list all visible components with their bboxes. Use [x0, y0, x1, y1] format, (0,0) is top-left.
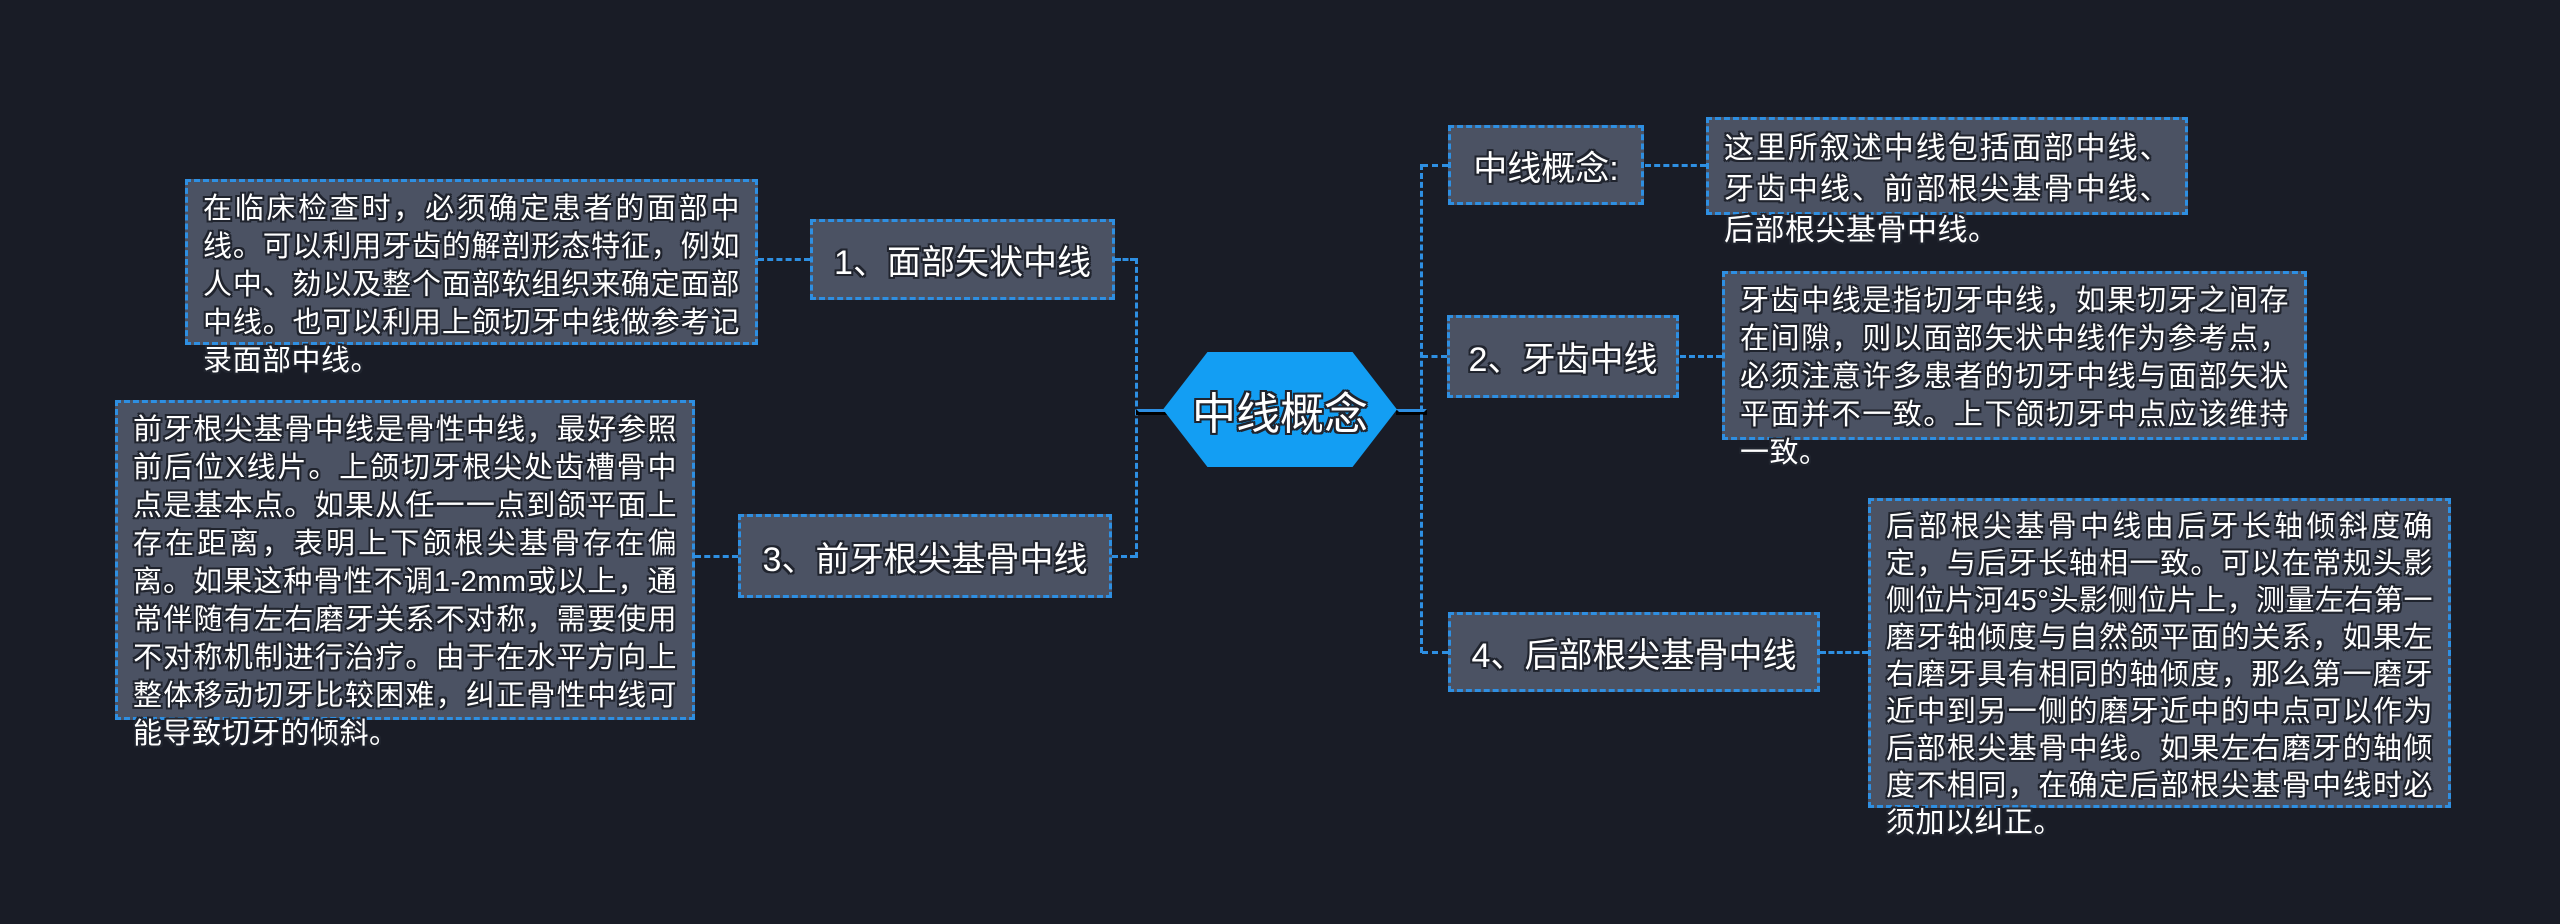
connector-note1-to-node1 — [758, 258, 810, 261]
central-topic[interactable]: 中线概念 — [1163, 352, 1397, 467]
node-concept[interactable]: 中线概念: — [1448, 125, 1644, 205]
note-tooth-midline-text: 牙齿中线是指切牙中线，如果切牙之间存在间隙，则以面部矢状中线作为参考点，必须注意… — [1740, 285, 2289, 469]
connector-right-trunk-to-concept — [1422, 164, 1448, 167]
node-anterior-apical[interactable]: 3、前牙根尖基骨中线 — [738, 514, 1112, 598]
node-tooth-midline-label: 2、牙齿中线 — [1468, 341, 1658, 379]
note-posterior-apical[interactable]: 后部根尖基骨中线由后牙长轴倾斜度确定，与后牙长轴相一致。可以在常规头影侧位片河4… — [1868, 498, 2451, 839]
note-concept[interactable]: 这里所叙述中线包括面部中线、牙齿中线、前部根尖基骨中线、后部根尖基骨中线。 — [1706, 117, 2188, 247]
right-trunk-line — [1420, 164, 1423, 653]
connector-right-trunk-to-node4 — [1422, 651, 1448, 654]
central-topic-label: 中线概念 — [1192, 389, 1368, 439]
node-concept-label: 中线概念: — [1473, 149, 1619, 188]
note-face-sagittal[interactable]: 在临床检查时，必须确定患者的面部中线。可以利用牙齿的解剖形态特征，例如人中、劾以… — [185, 179, 758, 377]
connector-node3-to-left-trunk — [1112, 555, 1136, 558]
note-anterior-apical[interactable]: 前牙根尖基骨中线是骨性中线，最好参照前后位X线片。上颌切牙根尖处齿槽骨中点是基本… — [115, 400, 695, 750]
node-posterior-apical[interactable]: 4、后部根尖基骨中线 — [1448, 612, 1820, 692]
note-tooth-midline[interactable]: 牙齿中线是指切牙中线，如果切牙之间存在间隙，则以面部矢状中线作为参考点，必须注意… — [1722, 271, 2307, 469]
note-face-sagittal-text: 在临床检查时，必须确定患者的面部中线。可以利用牙齿的解剖形态特征，例如人中、劾以… — [203, 193, 740, 377]
node-anterior-apical-label: 3、前牙根尖基骨中线 — [762, 540, 1088, 579]
connector-node4-to-noteE — [1820, 651, 1868, 654]
note-anterior-apical-text: 前牙根尖基骨中线是骨性中线，最好参照前后位X线片。上颌切牙根尖处齿槽骨中点是基本… — [133, 414, 677, 750]
connector-concept-to-noteC — [1645, 164, 1706, 167]
node-face-sagittal-label: 1、面部矢状中线 — [834, 244, 1091, 282]
note-concept-text: 这里所叙述中线包括面部中线、牙齿中线、前部根尖基骨中线、后部根尖基骨中线。 — [1724, 132, 2170, 247]
connector-node2-to-noteD — [1680, 355, 1722, 358]
connector-central-to-right-trunk — [1396, 409, 1427, 415]
node-posterior-apical-label: 4、后部根尖基骨中线 — [1471, 636, 1797, 675]
node-face-sagittal[interactable]: 1、面部矢状中线 — [810, 219, 1115, 300]
note-posterior-apical-text: 后部根尖基骨中线由后牙长轴倾斜度确定，与后牙长轴相一致。可以在常规头影侧位片河4… — [1886, 511, 2433, 839]
connector-note3-to-node3 — [695, 555, 738, 558]
connector-node1-to-left-trunk — [1115, 258, 1136, 261]
connector-right-trunk-to-node2 — [1422, 355, 1447, 358]
node-tooth-midline[interactable]: 2、牙齿中线 — [1447, 315, 1679, 398]
left-trunk-line — [1135, 258, 1138, 558]
